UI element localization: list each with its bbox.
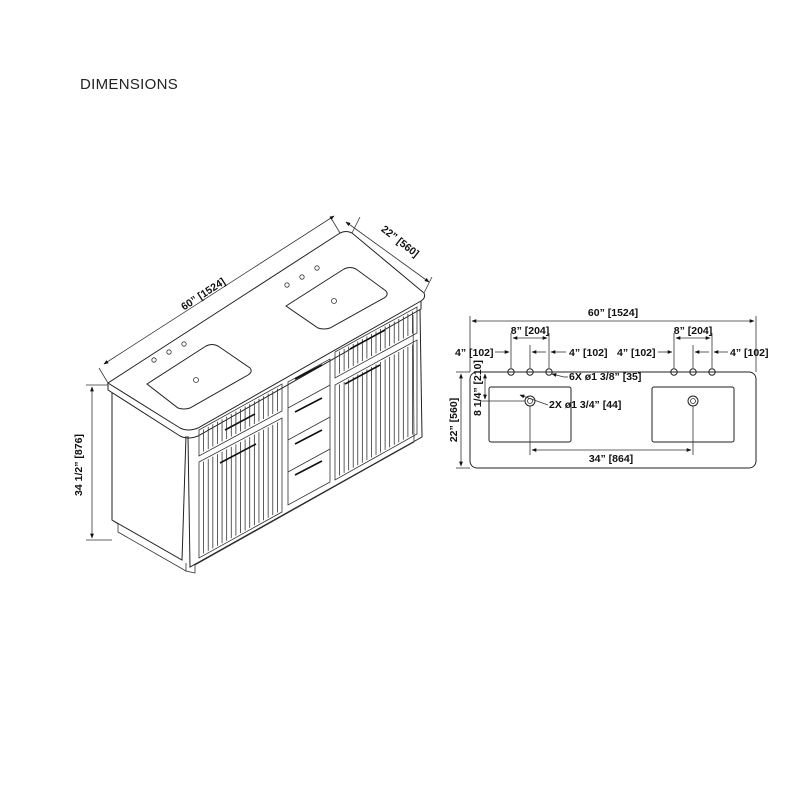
vanity-side-panel [111, 393, 187, 561]
door-handle [219, 443, 257, 464]
faucet-hole-icon [507, 368, 515, 376]
countertop-top-face [107, 231, 426, 431]
left-faucet-spread-label: 8” [204] [511, 325, 550, 337]
vanity-iso-view: 60” [1524] 22” [560] 34 1/2” [876] [73, 215, 433, 574]
drain-holes-callout: 2X ø1 3/4” [44] [549, 399, 621, 411]
center-drawer-stack [287, 358, 331, 506]
countertop-edge [107, 301, 422, 439]
top-depth-label: 22” [560] [448, 398, 460, 442]
center-drawer-2-handle [294, 397, 323, 413]
page-title: DIMENSIONS [80, 76, 179, 93]
drawer-handle [224, 413, 256, 431]
left-offset-2-label: 4” [102] [617, 347, 656, 359]
vanity-plinth [185, 563, 196, 574]
iso-width-label: 60” [1524] [179, 276, 228, 313]
right-top-drawer [334, 306, 418, 379]
iso-height-label: 34 1/2” [876] [73, 434, 85, 496]
left-top-drawer [198, 383, 283, 457]
right-offset-2-label: 4” [102] [730, 347, 769, 359]
right-faucet-spread-label: 8” [204] [674, 325, 713, 337]
right-door [334, 339, 418, 481]
right-offset-1-label: 4” [102] [569, 347, 608, 359]
faucet-holes-callout: 6X ø1 3/8” [35] [569, 371, 641, 383]
vanity-front-frame [187, 308, 423, 568]
left-sink-basin [146, 344, 252, 410]
countertop-top-view: 60” [1524] 8” [204] 8” [204] 4” [102] 4”… [448, 307, 769, 469]
center-drawer-4-handle [294, 460, 323, 476]
center-drawer-3-handle [294, 429, 323, 445]
faucet-hole-icon [151, 357, 157, 363]
center-drawer-1-handle [294, 364, 323, 380]
right-drawer-handle [349, 329, 386, 350]
right-door-handle [344, 364, 381, 385]
top-overall-width-label: 60” [1524] [588, 307, 638, 319]
left-offset-1-label: 4” [102] [455, 347, 494, 359]
countertop-outline [469, 371, 757, 469]
iso-depth-label: 22” [560] [379, 223, 421, 260]
left-door [198, 417, 283, 559]
sink-centers-label: 34” [864] [589, 453, 633, 465]
right-sink-basin [285, 267, 388, 330]
hole-setback-label: 8 1/4” [210] [472, 360, 484, 416]
